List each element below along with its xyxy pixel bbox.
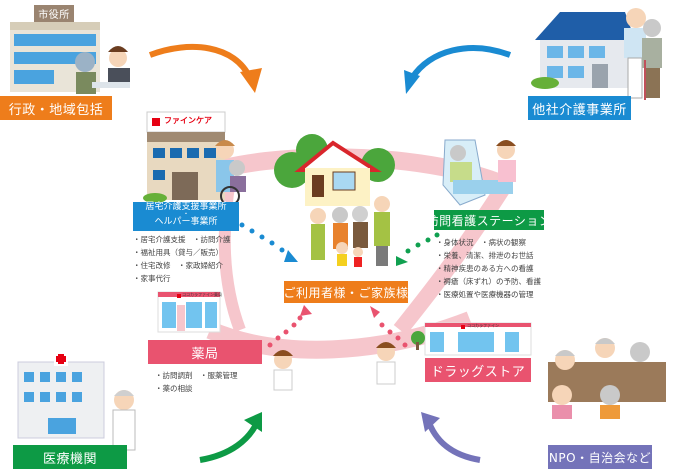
- service-item: ・医療処置や医療機器の管理: [436, 290, 534, 299]
- care-office-title-line1: 居宅介護支援事業所: [145, 202, 227, 212]
- dots-care-office: [239, 222, 298, 262]
- label-users-and-families: ご利用者様・ご家族様: [284, 281, 408, 303]
- service-item: ・訪問調剤 ・服薬管理: [155, 371, 238, 380]
- pharmacist-illustrations: [273, 342, 396, 391]
- label-medical-institution: 医療機関: [13, 445, 127, 469]
- city-hall-illustration: [10, 5, 130, 94]
- label-npo: NPO・自治会など: [548, 445, 652, 469]
- label-drugstore: ドラッグストア: [425, 358, 531, 382]
- arrow-orange: [148, 43, 262, 93]
- label-care-office: 居宅介護支援事業所 ・ ヘルパー事業所: [133, 202, 239, 231]
- care-office-illustration: [143, 111, 246, 206]
- npo-illustration: [548, 338, 666, 419]
- care-office-services: ・居宅介護支援 ・訪問介護 ・福祉用具（貸与／販売） ・住宅改修 ・家政婦紹介 …: [133, 233, 231, 285]
- service-item: ・薬の相談: [155, 384, 193, 393]
- nursing-services: ・身体状況 ・病状の観察 ・栄養、清潔、排泄のお世話 ・精神疾患のある方への看護…: [436, 236, 541, 301]
- pharmacy-illustration: [157, 291, 221, 333]
- label-city-hall: 行政・地域包括: [0, 96, 112, 120]
- service-item: ・褥瘡（床ずれ）の予防、看護: [436, 277, 541, 286]
- drugstore-sign: ココカラファイン: [467, 323, 499, 328]
- arrow-purple: [421, 412, 481, 463]
- dots-pharmacy: [267, 305, 312, 348]
- service-item: ・栄養、清潔、排泄のお世話: [436, 251, 534, 260]
- pharmacy-services: ・訪問調剤 ・服薬管理 ・薬の相談: [155, 369, 238, 395]
- nursing-illustration: [442, 139, 516, 206]
- family-house-illustration: [274, 134, 395, 267]
- drugstore-illustration: [411, 322, 532, 356]
- other-care-illustration: [531, 8, 662, 100]
- label-other-care-office: 他社介護事業所: [528, 96, 631, 120]
- hospital-illustration: [17, 352, 136, 451]
- dots-drugstore: [370, 306, 408, 348]
- label-pharmacy: 薬局: [148, 340, 262, 364]
- care-office-title-line2: ヘルパー事業所: [154, 217, 218, 227]
- service-item: ・住宅改修 ・家政婦紹介: [133, 261, 223, 270]
- service-item: ・家事代行: [133, 274, 171, 283]
- label-nursing-station: 訪問看護ステーション: [427, 210, 551, 230]
- service-item: ・福祉用具（貸与／販売）: [133, 248, 223, 257]
- arrow-blue: [404, 45, 512, 94]
- service-item: ・精神疾患のある方への看護: [436, 264, 534, 273]
- pharmacy-sign: ココカラファイン薬局: [182, 292, 222, 297]
- care-office-title-separator: ・: [182, 211, 189, 218]
- service-item: ・居宅介護支援 ・訪問介護: [133, 235, 231, 244]
- city-hall-sign: 市役所: [34, 5, 74, 22]
- dots-nursing: [396, 232, 440, 266]
- service-item: ・身体状況 ・病状の観察: [436, 238, 526, 247]
- care-office-sign: ファインケア: [164, 116, 212, 125]
- arrow-green: [199, 412, 262, 463]
